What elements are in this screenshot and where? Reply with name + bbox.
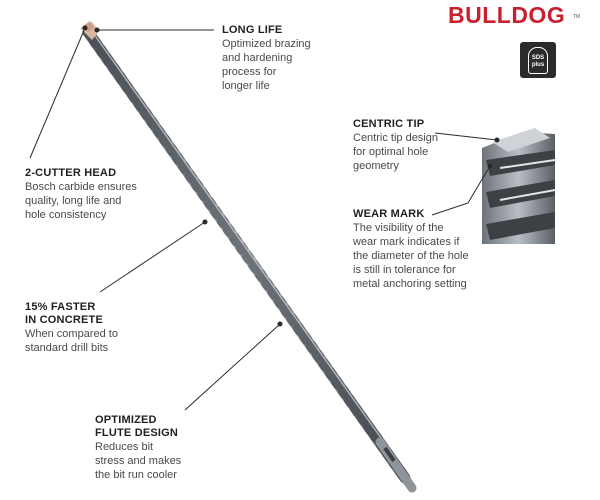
trademark-mark: TM bbox=[573, 14, 581, 20]
callout-wear-mark: WEAR MARK The visibility of the wear mar… bbox=[353, 208, 503, 291]
leader-faster-concrete bbox=[99, 221, 206, 293]
sds-badge-line1: SDS bbox=[531, 55, 545, 61]
callout-faster-concrete: 15% FASTER IN CONCRETE When compared to … bbox=[25, 301, 175, 355]
callout-body: Bosch carbide ensures quality, long life… bbox=[25, 181, 137, 221]
callout-two-cutter-head: 2-CUTTER HEAD Bosch carbide ensures qual… bbox=[25, 167, 175, 222]
leader-dot bbox=[202, 219, 208, 225]
bulldog-logo: BULLDOG bbox=[448, 2, 566, 28]
callout-title: OPTIMIZED FLUTE DESIGN bbox=[95, 414, 179, 439]
leader-dot bbox=[82, 25, 88, 31]
callout-body: Optimized brazing and hardening process … bbox=[222, 38, 311, 92]
callout-body: Reduces bit stress and makes the bit run… bbox=[95, 441, 182, 481]
leader-wear-mark bbox=[431, 165, 491, 216]
callout-title: CENTRIC TIP bbox=[353, 118, 425, 130]
callout-flute-design: OPTIMIZED FLUTE DESIGN Reduces bit stres… bbox=[95, 414, 245, 482]
leader-dot bbox=[487, 163, 493, 169]
leader-dot bbox=[494, 137, 500, 143]
leader-flute-design bbox=[184, 323, 281, 411]
callout-long-life: LONG LIFE Optimized brazing and hardenin… bbox=[222, 24, 372, 93]
callout-title: 2-CUTTER HEAD bbox=[25, 167, 117, 179]
leader-dot bbox=[277, 321, 283, 327]
callout-title: LONG LIFE bbox=[222, 24, 283, 36]
callout-body: When compared to standard drill bits bbox=[25, 328, 118, 354]
callout-body: Centric tip design for optimal hole geom… bbox=[353, 132, 438, 172]
callout-title: WEAR MARK bbox=[353, 208, 425, 220]
callout-centric-tip: CENTRIC TIP Centric tip design for optim… bbox=[353, 118, 503, 173]
sds-badge-frame bbox=[528, 47, 548, 74]
leader-dot bbox=[94, 27, 100, 33]
callout-title: 15% FASTER IN CONCRETE bbox=[25, 301, 103, 326]
bit-shaft bbox=[80, 21, 417, 493]
leader-two-cutter-head bbox=[29, 27, 86, 159]
callout-body: The visibility of the wear mark indicate… bbox=[353, 222, 469, 290]
sds-plus-badge: SDS plus bbox=[520, 42, 556, 78]
bit-closeup bbox=[482, 128, 556, 244]
sds-badge-line2: plus bbox=[531, 62, 545, 68]
leader-centric-tip bbox=[434, 132, 498, 141]
